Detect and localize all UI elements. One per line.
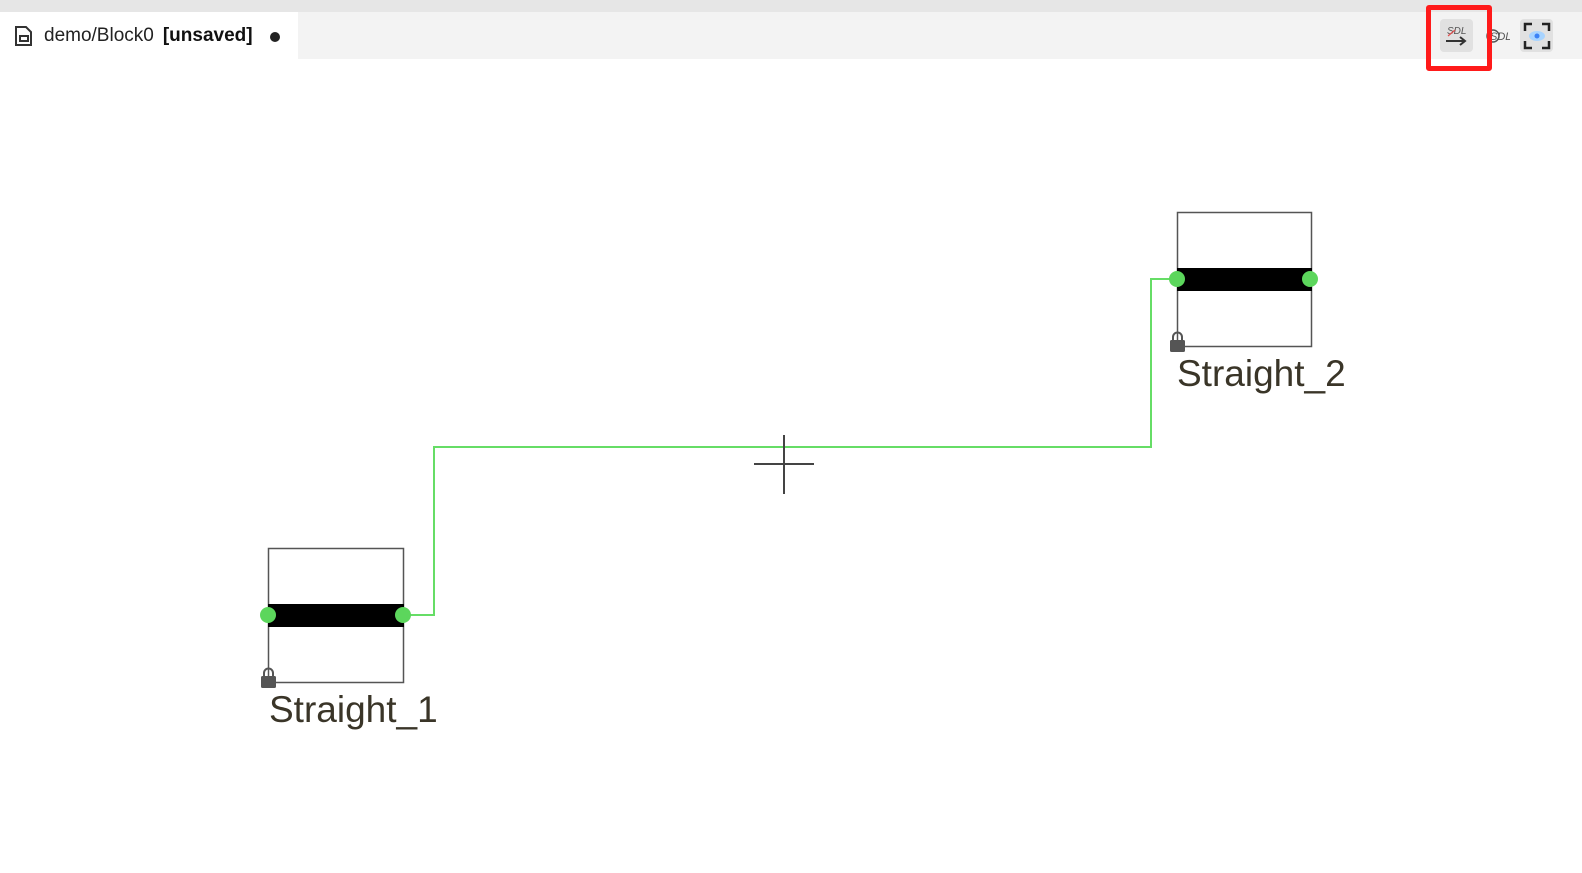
sdl-view-glyph-text: SDL (1490, 31, 1510, 43)
tab-unsaved-status: [unsaved] (162, 24, 253, 46)
block-straight-2[interactable] (1169, 211, 1318, 353)
file-diagram-icon (14, 25, 34, 46)
sdl-view-button[interactable]: SDL (1482, 19, 1512, 52)
tab-title: demo/Block0 (44, 24, 154, 46)
diagram-svg (260, 211, 1318, 689)
port-straight-1-right[interactable] (395, 607, 411, 623)
port-straight-1-left[interactable] (260, 607, 276, 623)
tab-bar: demo/Block0 [unsaved] SDL SDL (0, 12, 1582, 59)
port-straight-2-right[interactable] (1302, 271, 1318, 287)
tab-demo-block0[interactable]: demo/Block0 [unsaved] (0, 12, 298, 59)
port-straight-2-left[interactable] (1169, 271, 1185, 287)
fit-view-button[interactable] (1520, 19, 1553, 52)
lock-icon (261, 667, 276, 688)
sdl-view-icon: SDL (1486, 28, 1510, 43)
block-label-straight-2: Straight_2 (1177, 353, 1346, 394)
sdl-glyph-text: SDL (1447, 26, 1466, 37)
connection-wire[interactable] (403, 278, 1177, 616)
block-straight-1[interactable] (260, 547, 411, 689)
fit-view-icon (1523, 22, 1550, 49)
unsaved-dot-icon[interactable] (269, 31, 280, 42)
sdl-export-button[interactable]: SDL (1440, 19, 1473, 52)
crosshair-cursor-icon (754, 435, 814, 494)
sdl-export-icon: SDL (1445, 26, 1467, 46)
block-label-straight-1: Straight_1 (269, 689, 438, 730)
lock-icon (1170, 331, 1185, 352)
diagram-canvas[interactable]: Straight_1 Straight_2 (0, 59, 1582, 868)
